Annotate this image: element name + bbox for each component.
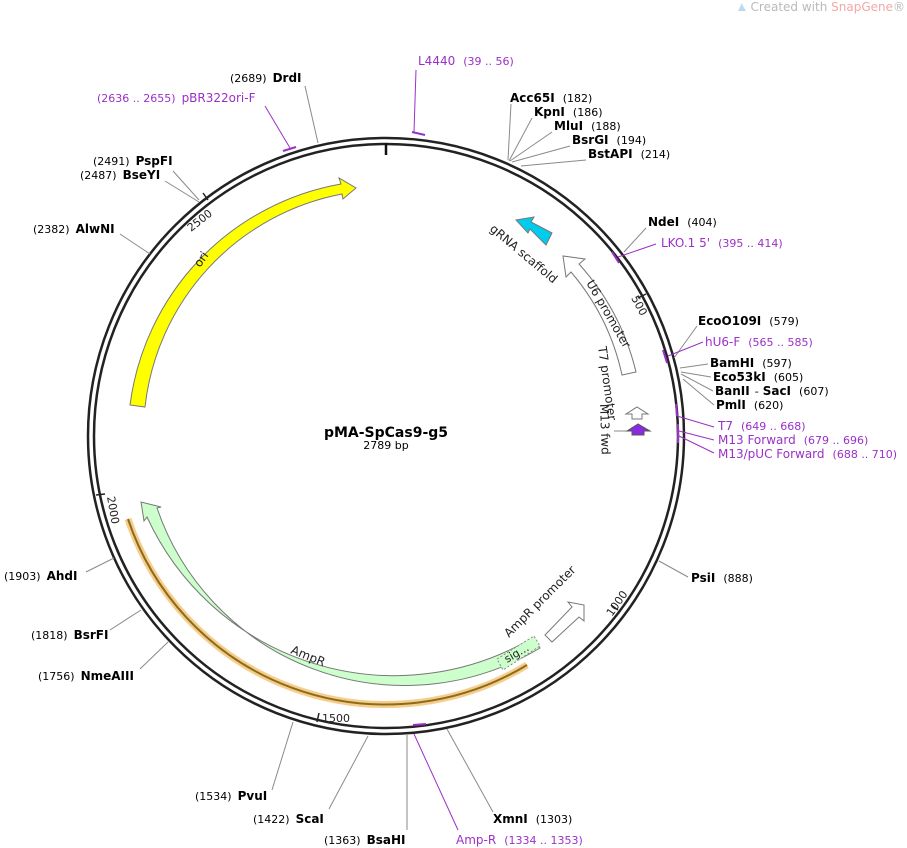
m13-fwd-feature[interactable] [625,423,652,436]
leader-eco53ki [680,371,712,378]
leader-banii [680,373,714,392]
enzyme-label-ahdi[interactable]: (1903)AhdI [4,569,77,583]
enzyme-label-ecoo109i[interactable]: EcoO109I(579) [698,314,799,328]
signal-sequence-feature[interactable] [496,635,541,671]
primer-label-t7[interactable]: T7(649 .. 668) [717,419,806,433]
primer-mark-lko1 [611,251,620,264]
leader-psii [658,560,689,578]
tick-label-1500: 1500 [322,712,350,725]
primer-mark-l4440 [411,131,426,136]
enzyme-label-bamhi[interactable]: BamHI(597) [710,356,792,370]
tick-label-500: 500 [628,293,649,318]
plasmid-name: pMA-SpCas9-g5 [324,425,448,441]
enzyme-label-kpni[interactable]: KpnI(186) [534,105,603,119]
leader-bseyi [164,180,200,203]
enzyme-label-mlui[interactable]: MluI(188) [554,119,621,133]
enzyme-label-alwni[interactable]: (2382)AlwNI [33,222,115,236]
leader-pbr322ori [264,105,291,149]
tick-label-2000: 2000 [104,495,122,525]
enzyme-labels: (2689)DrdI Acc65I(182) KpnI(186) MluI(18… [4,71,829,847]
leader-bsrgi [511,145,571,163]
leader-mlui [509,131,553,162]
enzyme-label-bseyi[interactable]: (2487)BseYI [80,168,160,182]
watermark-prefix: Created with [750,0,832,14]
enzyme-label-pvui[interactable]: (1534)PvuI [195,789,267,803]
leader-acc65i [507,103,512,161]
leader-pmli [682,378,715,406]
leader-scai [328,735,369,810]
t7-promoter-feature[interactable] [624,406,650,420]
primer-label-amp-r[interactable]: Amp-R(1334 .. 1353) [456,833,583,847]
ampr-promoter-feature[interactable] [544,601,585,643]
m13-fwd-label: M13 fwd [597,404,613,455]
primer-mark-pbr322ori [282,146,297,152]
enzyme-label-eco53ki[interactable]: Eco53kI(605) [713,370,803,384]
leader-l4440 [413,69,417,133]
primer-marks [282,131,679,726]
tick-2000 [95,493,106,496]
primer-label-m13puc-forward[interactable]: M13/pUC Forward(688 .. 710) [718,447,897,461]
tick-500 [637,293,647,299]
enzyme-label-pmli[interactable]: PmlI(620) [716,398,783,412]
leader-alwni [119,233,151,255]
enzyme-label-drdi[interactable]: (2689)DrdI [230,71,302,85]
leader-drdi [304,85,319,144]
leader-bstapi [520,159,587,167]
leader-bsrfi [109,609,142,631]
u6-promoter-label: U6 promoter [583,278,633,351]
tick-2500 [202,192,209,201]
leader-ahdi [85,557,115,573]
leader-m13-forward [678,430,715,441]
tick-1000 [610,604,619,611]
primer-label-lko1[interactable]: LKO.1 5'(395 .. 414) [661,236,783,250]
enzyme-label-bsrgi[interactable]: BsrGI(194) [572,133,646,147]
leader-m13puc-forward [678,435,715,454]
leader-ecoo109i [673,325,698,359]
enzyme-label-bsahi[interactable]: (1363)BsaHI [324,833,405,847]
enzyme-label-scai[interactable]: (1422)ScaI [253,812,324,826]
ori-feature[interactable] [129,176,357,408]
leader-pspfi [172,170,200,201]
enzyme-label-nmeaiii[interactable]: (1756)NmeAIII [38,669,134,683]
snapgene-watermark: Created with SnapGene® [737,0,905,14]
enzyme-label-ndei[interactable]: NdeI(404) [648,215,717,229]
primer-label-pbr322ori[interactable]: (2636 .. 2655)pBR322ori-F [97,91,256,105]
grna-scaffold-feature[interactable] [515,216,553,246]
leader-bamhi [679,363,709,369]
leader-xmni [446,728,494,813]
leader-amp-r [413,733,459,831]
ampr-strand-line [127,518,528,706]
enzyme-label-bsrfi[interactable]: (1818)BsrFI [31,628,108,642]
watermark-brand: SnapGene [831,0,893,14]
enzyme-label-acc65i[interactable]: Acc65I(182) [510,91,592,105]
leader-nmeaiii [139,641,169,670]
ampr-feature[interactable] [140,501,541,686]
leader-t7 [676,415,715,428]
leader-ndei [623,227,647,253]
enzyme-label-xmni[interactable]: XmnI(1303) [493,812,572,826]
tick-1500 [316,712,320,723]
leader-lko1 [617,243,657,258]
snapgene-logo-icon [737,3,746,11]
enzyme-label-pspfi[interactable]: (2491)PspFI [93,154,173,168]
primer-label-hu6[interactable]: hU6-F(565 .. 585) [705,335,813,349]
enzyme-label-banii-saci[interactable]: BanII-SacI(607) [715,384,829,398]
leader-hu6 [667,341,704,357]
plasmid-length: 2789 bp [363,439,408,452]
leader-kpni [508,117,533,162]
primer-mark-hu6 [662,349,668,364]
primer-label-m13-forward[interactable]: M13 Forward(679 .. 696) [718,433,868,447]
enzyme-label-bstapi[interactable]: BstAPI(214) [588,147,670,161]
u6-promoter-feature[interactable] [562,255,637,376]
leader-pvui [271,721,294,791]
primer-mark-amp-r [412,723,427,726]
enzyme-label-psii[interactable]: PsiI(888) [691,571,753,585]
primer-mark-t7 [675,403,678,417]
watermark-suffix: ® [893,0,905,14]
leader-lines [85,69,715,831]
primer-label-l4440[interactable]: L4440(39 .. 56) [418,54,514,68]
primer-labels: L4440(39 .. 56) (2636 .. 2655)pBR322ori-… [97,54,897,847]
